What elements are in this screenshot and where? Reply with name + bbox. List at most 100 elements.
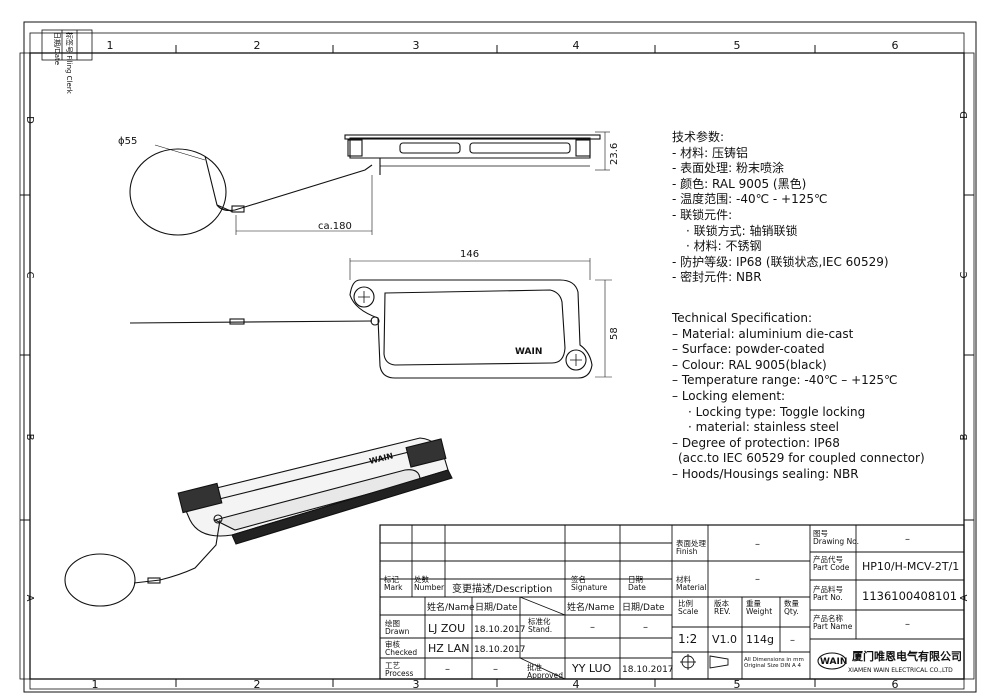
spec-en-block: Technical Specification: – Material: alu… bbox=[672, 311, 925, 483]
wain-logo-icon bbox=[817, 652, 847, 670]
row-letter: D bbox=[959, 111, 970, 119]
logo-text: WAIN bbox=[820, 657, 847, 667]
weight-value: 114g bbox=[746, 633, 774, 646]
col-num: 5 bbox=[734, 39, 741, 52]
approved-name: YY LUO bbox=[571, 662, 612, 675]
drawing-no-value: – bbox=[905, 534, 910, 545]
projection-symbol-icon bbox=[680, 654, 729, 670]
plan-brand-mark: WAIN bbox=[515, 347, 542, 357]
scale-value: 1:2 bbox=[678, 632, 697, 646]
col-num: 6 bbox=[892, 678, 899, 691]
row-letter: B bbox=[959, 433, 970, 440]
row-letters-left: D C B A bbox=[24, 116, 35, 601]
spec-en-line: – Hoods/Housings sealing: NBR bbox=[672, 466, 859, 481]
spec-cn-title: 技术参数: bbox=[672, 130, 725, 144]
title-block-grid bbox=[379, 524, 965, 680]
ring-diameter-dim: ϕ55 bbox=[118, 136, 137, 147]
spec-cn-line: · 联锁方式: 轴销联锁 bbox=[686, 223, 798, 238]
height-dim: 23.6 bbox=[609, 143, 620, 165]
row-letter: C bbox=[24, 272, 35, 279]
row-letter: D bbox=[24, 116, 35, 124]
part-name-value: – bbox=[905, 619, 910, 630]
lanyard-length-dim: ca.180 bbox=[318, 221, 352, 232]
side-view-dimensions: ϕ55 ca.180 23.6 bbox=[118, 136, 620, 232]
part-no-value: 1136100408101 bbox=[862, 589, 957, 603]
spec-cn-line: · 材料: 不锈钢 bbox=[686, 239, 762, 254]
column-numbers-top: 1 2 3 4 5 6 bbox=[107, 39, 899, 52]
stand-value: – bbox=[590, 622, 595, 633]
date-col-header: 日期/Date bbox=[475, 602, 518, 613]
spec-cn-line: - 材料: 压铸铝 bbox=[672, 145, 749, 160]
plan-view-dimensions: 146 58 WAIN bbox=[460, 249, 620, 357]
rev-value: V1.0 bbox=[712, 633, 737, 646]
col-num: 2 bbox=[254, 678, 261, 691]
spec-en-line: – Degree of protection: IP68 bbox=[672, 435, 840, 450]
spec-cn-line: - 颜色: RAL 9005 (黑色) bbox=[672, 176, 807, 191]
spec-cn-line: - 联锁元件: bbox=[672, 207, 733, 222]
column-numbers-bottom: 1 2 3 4 5 6 bbox=[92, 678, 899, 691]
spec-en-line: – Locking element: bbox=[672, 388, 786, 403]
name-col-header: 姓名/Name bbox=[427, 601, 475, 613]
qty-value: – bbox=[790, 635, 795, 646]
row-letter: A bbox=[24, 595, 35, 602]
drawn-date: 18.10.2017 bbox=[474, 625, 526, 635]
side-labels: 日期/Date 标签号 Filing Clerk bbox=[53, 32, 74, 95]
company-en: XIAMEN WAIN ELECTRICAL CO.,LTD bbox=[848, 667, 953, 674]
company-cn: 厦门唯恩电气有限公司 bbox=[852, 649, 962, 663]
approved-date: 18.10.2017 bbox=[622, 665, 674, 675]
spec-cn-line: - 温度范围: -40℃ - +125℃ bbox=[672, 192, 828, 207]
spec-cn-line: - 密封元件: NBR bbox=[672, 270, 762, 285]
name-col-header-2: 姓名/Name bbox=[567, 601, 615, 613]
process-name: – bbox=[445, 664, 450, 675]
spec-cn-block: 技术参数: - 材料: 压铸铝 - 表面处理: 粉末喷涂 - 颜色: RAL 9… bbox=[672, 130, 889, 286]
finish-value: – bbox=[755, 539, 760, 550]
col-num: 1 bbox=[92, 678, 99, 691]
row-letter: C bbox=[959, 271, 970, 278]
spec-en-line: – Temperature range: -40℃ – +125℃ bbox=[672, 373, 898, 388]
filing-side-label: 标签号 Filing Clerk bbox=[65, 32, 74, 95]
col-num: 3 bbox=[413, 39, 420, 52]
material-value: – bbox=[755, 574, 760, 585]
drawn-name: LJ ZOU bbox=[428, 622, 465, 635]
isometric-view-drawing bbox=[64, 437, 453, 607]
date-side-label: 日期/Date bbox=[53, 32, 61, 65]
col-num: 5 bbox=[734, 678, 741, 691]
row-letter: B bbox=[24, 434, 35, 441]
spec-en-title: Technical Specification: bbox=[672, 311, 813, 325]
col-num: 3 bbox=[413, 678, 420, 691]
spec-cn-line: - 表面处理: 粉末喷涂 bbox=[672, 161, 785, 176]
width-dim: 58 bbox=[609, 327, 620, 340]
spec-en-line: (acc.to IEC 60529 for coupled connector) bbox=[678, 451, 925, 466]
stand-date: – bbox=[643, 622, 648, 633]
spec-en-line: – Surface: powder-coated bbox=[672, 342, 825, 357]
spec-en-line: · Locking type: Toggle locking bbox=[688, 404, 866, 419]
length-dim: 146 bbox=[460, 249, 479, 260]
col-num: 2 bbox=[254, 39, 261, 52]
date-col-header-2: 日期/Date bbox=[622, 602, 665, 613]
spec-en-line: – Colour: RAL 9005(black) bbox=[672, 357, 827, 372]
plan-view-drawing bbox=[129, 258, 612, 379]
description-label: 变更描述/Description bbox=[452, 582, 552, 595]
spec-cn-line: - 防护等级: IP68 (联锁状态,IEC 60529) bbox=[672, 254, 889, 269]
col-num: 4 bbox=[573, 39, 580, 52]
